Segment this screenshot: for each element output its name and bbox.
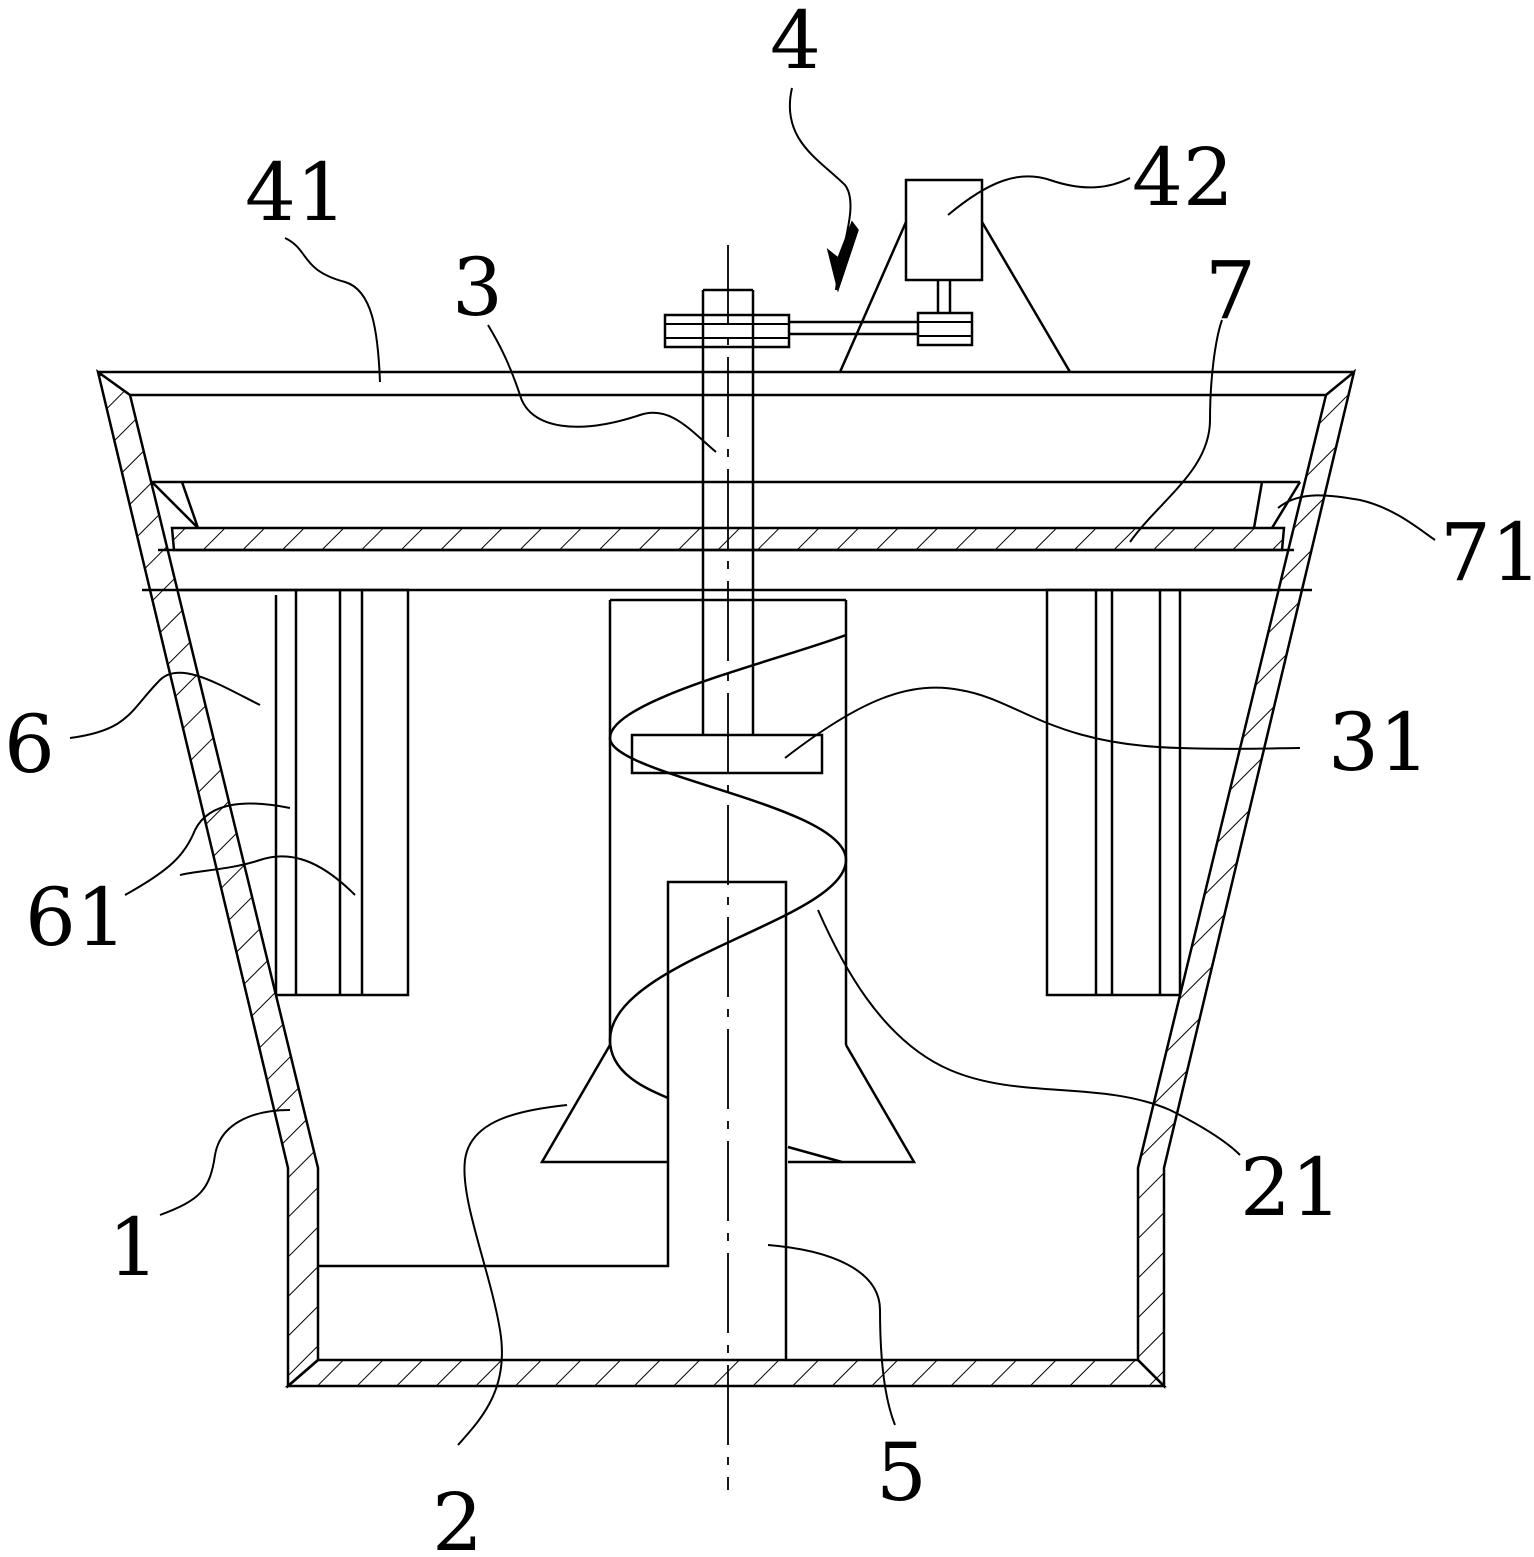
labels: 4 42 41 3 7 71 6 31 61 21 1 5 2 [4,0,1534,1557]
inner-tube [318,880,788,1360]
arrow-head [826,220,859,293]
top-lid [98,370,1354,397]
label-21: 21 [1240,1141,1342,1234]
label-7: 7 [1205,244,1256,337]
label-3: 3 [452,241,503,334]
spiral-tube [539,598,917,1164]
label-2: 2 [432,1476,483,1557]
label-61: 61 [25,871,127,964]
heater-right [1045,588,1272,997]
label-5: 5 [876,1426,927,1519]
label-41: 41 [245,146,347,239]
label-6: 6 [4,698,55,791]
vessel-body [96,368,1357,1390]
shaft [630,288,824,775]
leader-lines [69,87,1436,1446]
filter-plate [142,480,1312,592]
heater-left [180,588,410,997]
label-42: 42 [1132,131,1234,224]
label-31: 31 [1328,696,1430,789]
drive-unit [663,178,1072,373]
label-4: 4 [770,0,821,87]
helical-blade [608,633,848,1100]
label-71: 71 [1440,506,1534,599]
label-1: 1 [108,1201,159,1294]
